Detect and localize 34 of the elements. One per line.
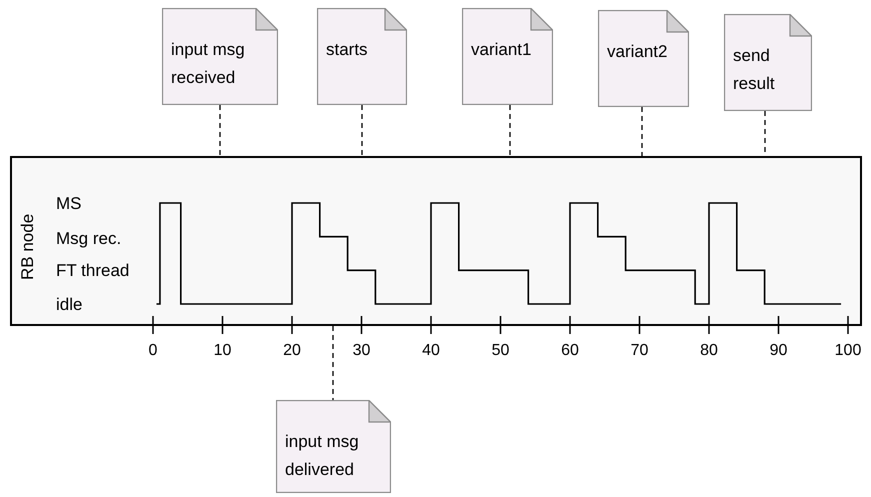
note-shape xyxy=(162,8,278,105)
note-text: starts xyxy=(326,39,369,61)
tick-label: 100 xyxy=(834,342,862,359)
state-label: FT thread xyxy=(56,261,130,280)
lifeline-frame xyxy=(10,156,862,326)
note-shape xyxy=(317,8,407,105)
note-text: send result xyxy=(733,45,776,95)
leader-line xyxy=(361,105,363,156)
leader-line xyxy=(332,326,334,400)
tick-label: 60 xyxy=(561,342,579,359)
note-text: input msg delivered xyxy=(285,431,360,481)
tick-label: 20 xyxy=(283,342,301,359)
leader-line xyxy=(219,105,221,156)
leader-line xyxy=(509,105,511,156)
tick-label: 90 xyxy=(770,342,788,359)
state-label: MS xyxy=(56,194,82,213)
tick-label: 70 xyxy=(630,342,648,359)
leader-line xyxy=(641,107,643,156)
state-label: Msg rec. xyxy=(56,229,122,248)
tick-label: 80 xyxy=(700,342,718,359)
note-shape xyxy=(276,400,391,493)
state-label: idle xyxy=(56,295,82,314)
note-shape xyxy=(598,10,689,107)
tick-label: 40 xyxy=(422,342,440,359)
tick-label: 30 xyxy=(352,342,370,359)
note-text: input msg received xyxy=(171,39,246,89)
note-text: variant2 xyxy=(607,41,668,63)
note-shape xyxy=(462,8,553,105)
note-shape xyxy=(724,14,812,111)
tick-label: 0 xyxy=(148,342,158,359)
note-text: variant1 xyxy=(471,39,532,61)
tick-label: 50 xyxy=(492,342,510,359)
lifeline-name: RB node xyxy=(18,214,38,280)
tick-label: 10 xyxy=(214,342,232,359)
